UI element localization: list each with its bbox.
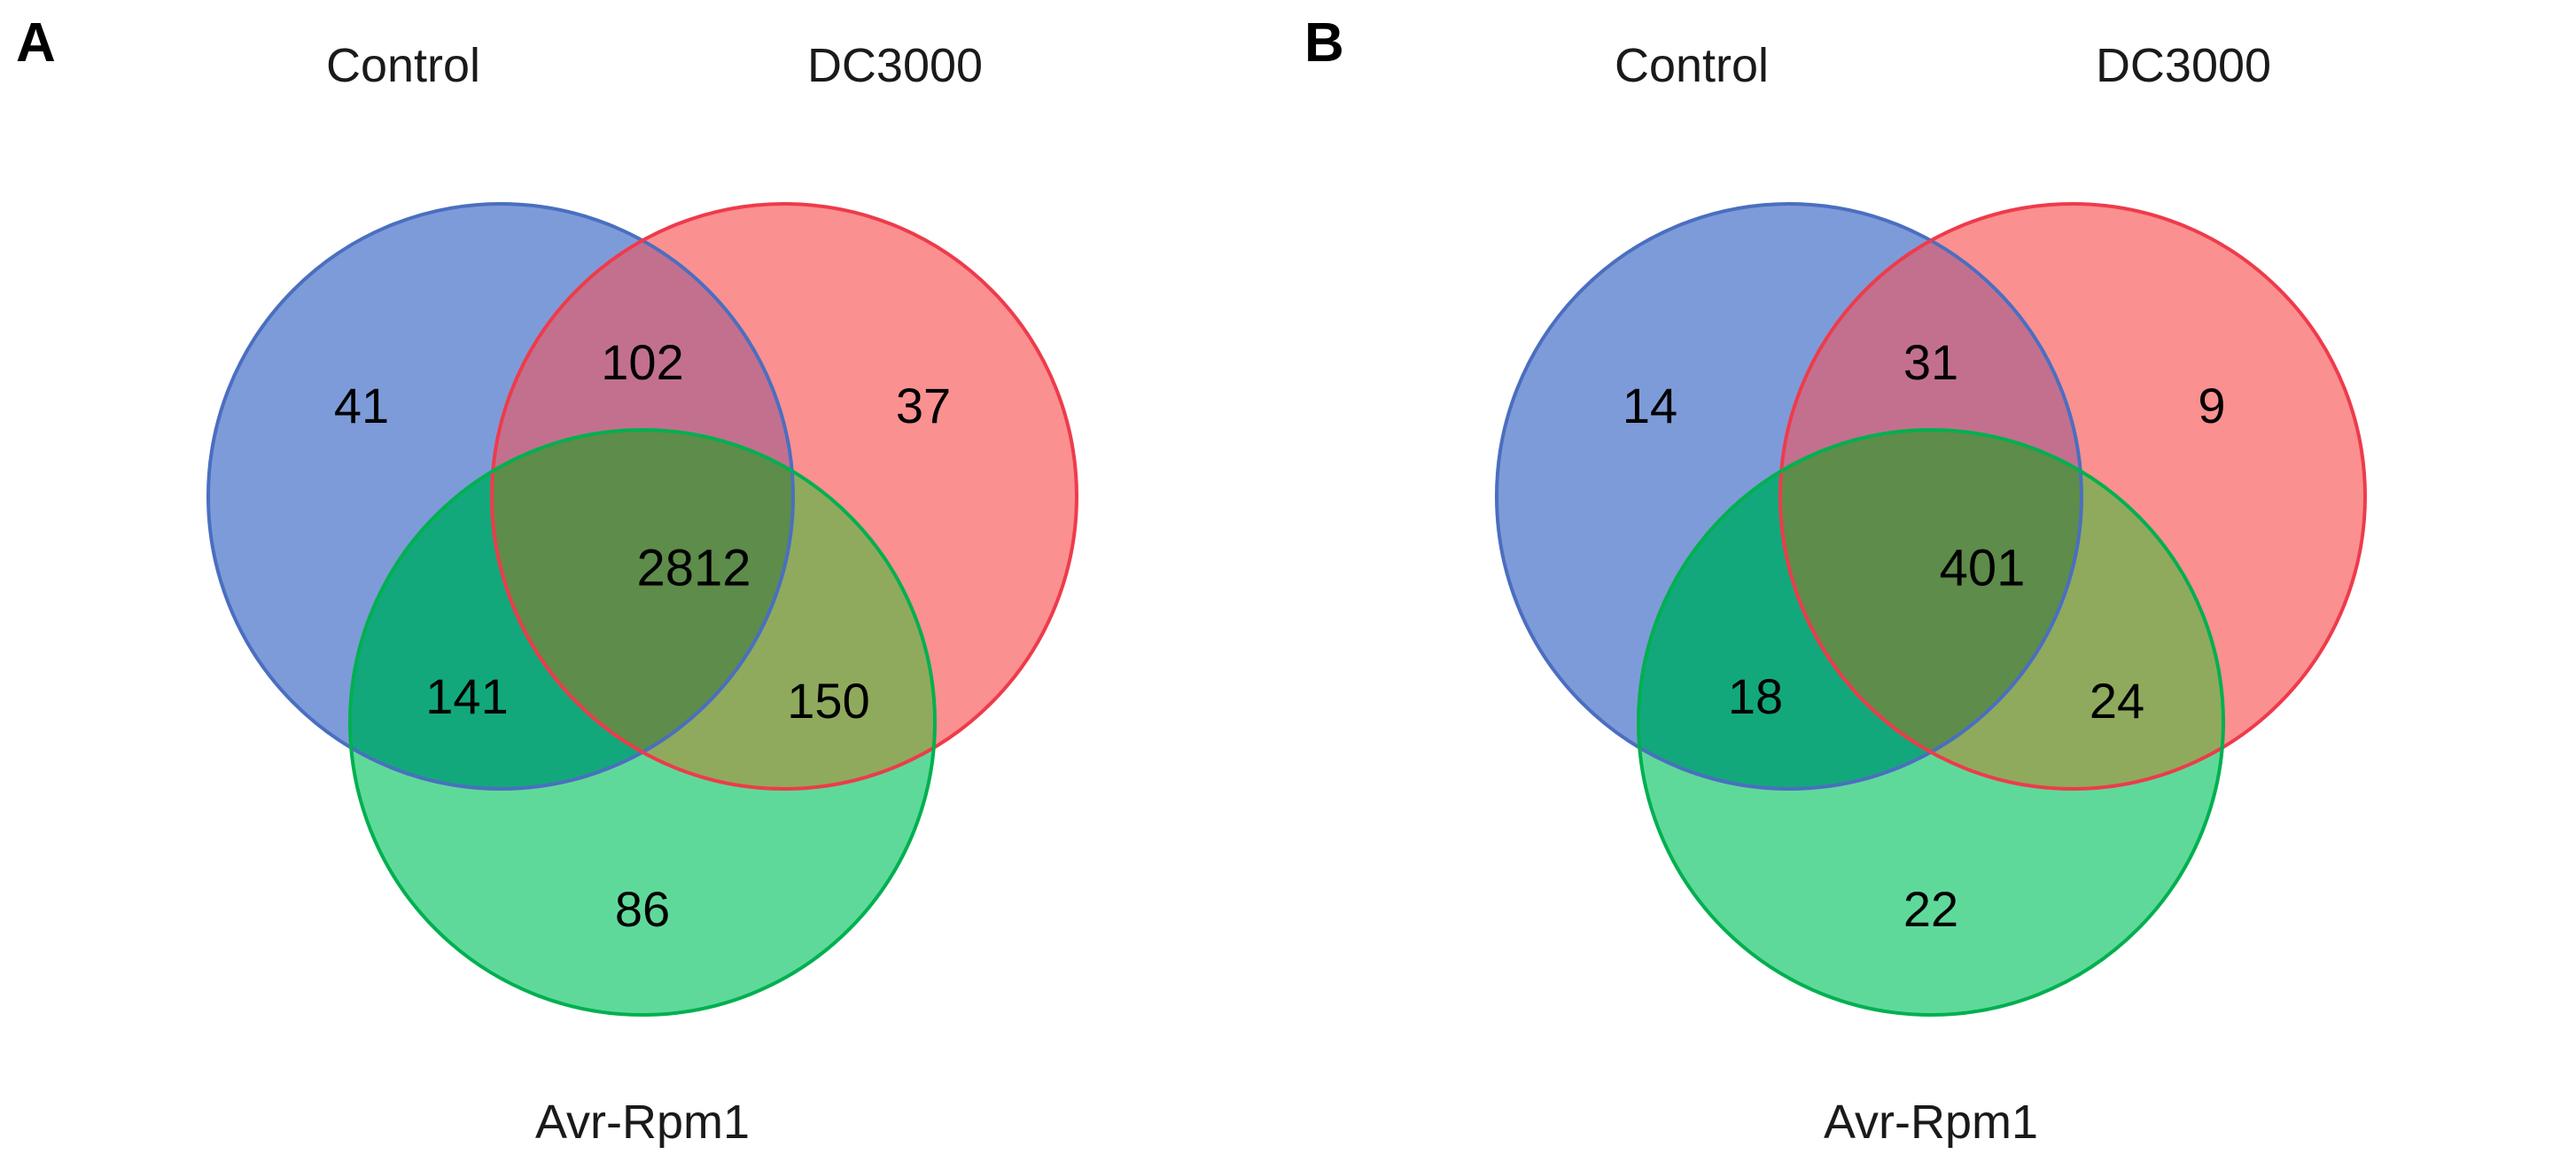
count-control-avr-b: 18 xyxy=(1728,668,1783,724)
set-label-control-b: Control xyxy=(1615,39,1769,92)
count-dc3000-only-b: 9 xyxy=(2198,378,2225,433)
panel-a-letter: A xyxy=(16,12,56,74)
circle-control-a-outline xyxy=(206,202,795,791)
count-dc3000-avr-a: 150 xyxy=(787,673,869,729)
set-label-avr-b: Avr-Rpm1 xyxy=(1824,1096,2038,1149)
count-control-only-b: 14 xyxy=(1623,378,1677,433)
panel-a: A xyxy=(16,12,1078,1149)
count-all-three-b: 401 xyxy=(1940,539,2026,597)
count-avr-only-a: 86 xyxy=(615,881,670,937)
count-all-three-a: 2812 xyxy=(636,539,751,597)
circle-control-b-outline xyxy=(1495,202,2083,791)
panel-a-venn-svg: Control DC3000 Avr-Rpm1 41 102 37 141 28… xyxy=(206,39,1078,1149)
circle-avr-b-outline xyxy=(1637,428,2225,1017)
count-dc3000-only-a: 37 xyxy=(896,378,951,433)
count-dc3000-avr-b: 24 xyxy=(2090,673,2144,729)
count-avr-only-b: 22 xyxy=(1903,881,1958,937)
count-control-dc3000-a: 102 xyxy=(601,334,683,390)
circle-dc3000-b-outline xyxy=(1778,202,2367,791)
count-control-avr-a: 141 xyxy=(425,668,508,724)
panel-b-letter: B xyxy=(1304,12,1344,74)
panel-b-venn-svg: Control DC3000 Avr-Rpm1 14 31 9 18 401 2… xyxy=(1495,39,2367,1149)
count-control-only-a: 41 xyxy=(334,378,389,433)
panel-b: B xyxy=(1288,0,2576,1170)
set-label-dc3000-a: DC3000 xyxy=(807,39,983,92)
set-label-avr-a: Avr-Rpm1 xyxy=(535,1096,750,1149)
set-label-dc3000-b: DC3000 xyxy=(2096,39,2271,92)
circle-dc3000-a-outline xyxy=(490,202,1078,791)
set-label-control-a: Control xyxy=(326,39,480,92)
count-control-dc3000-b: 31 xyxy=(1903,334,1958,390)
circle-avr-a-outline xyxy=(348,428,937,1017)
